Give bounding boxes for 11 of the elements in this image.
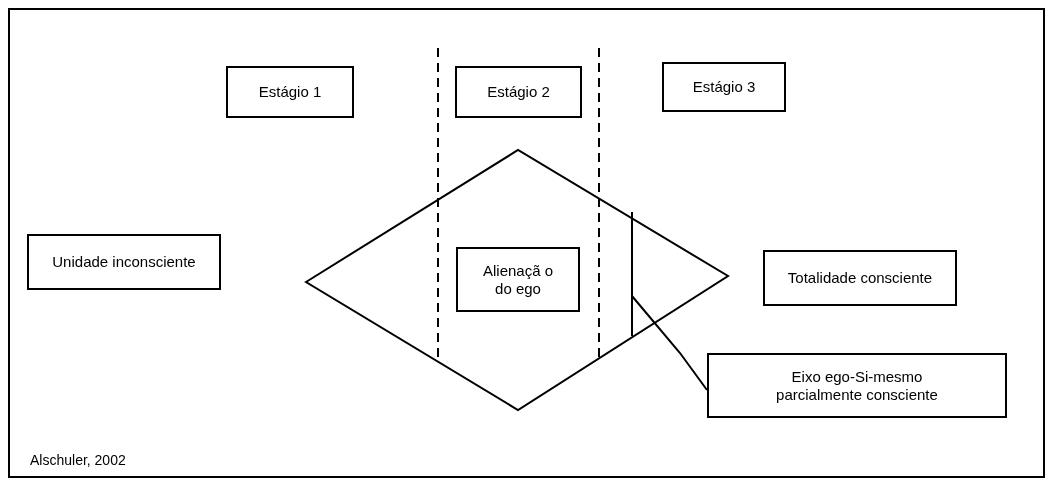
concept-box: Unidade inconsciente (27, 234, 221, 290)
leader-line (631, 295, 708, 391)
stage-box: Estágio 2 (455, 66, 582, 118)
concept-box: Totalidade consciente (763, 250, 957, 306)
axis-line (631, 212, 633, 336)
stage-box: Estágio 3 (662, 62, 786, 112)
source-note: Alschuler, 2002 (30, 452, 126, 468)
diamond-shape (306, 150, 728, 410)
concept-box: Alienaçã o do ego (456, 247, 580, 312)
concept-box: Eixo ego-Si-mesmo parcialmente consciente (707, 353, 1007, 418)
stage-box: Estágio 1 (226, 66, 354, 118)
